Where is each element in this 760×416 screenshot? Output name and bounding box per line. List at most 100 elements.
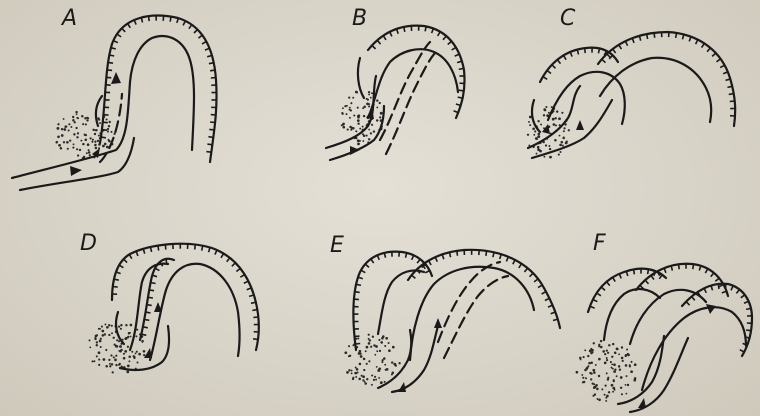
stipple-dot — [109, 140, 111, 142]
front-hatch-tick — [202, 42, 206, 44]
front-hatch-tick — [146, 312, 151, 313]
front-hatch-tick — [613, 49, 616, 53]
stipple-dot — [352, 377, 354, 379]
panel-a-arrow-1 — [111, 72, 121, 84]
front-hatch-tick — [189, 25, 192, 29]
stipple-dot — [111, 332, 113, 334]
front-hatch-tick — [715, 278, 719, 281]
front-hatch-tick — [689, 37, 691, 42]
stipple-dot — [366, 346, 369, 349]
stipple-dot — [592, 369, 595, 372]
stipple-dot — [72, 147, 74, 149]
front-hatch-tick — [727, 86, 732, 87]
stipple-dot — [57, 123, 59, 125]
panel-c-arrow-2 — [576, 120, 584, 130]
stipple-dot — [63, 118, 65, 120]
stipple-dot — [536, 153, 538, 155]
stipple-dot — [349, 126, 352, 129]
stipple-dot — [604, 362, 607, 365]
front-hatch-tick — [648, 269, 649, 274]
stipple-dot — [65, 125, 67, 127]
front-hatch-tick — [722, 291, 727, 293]
stipple-dot — [85, 123, 87, 125]
stipple-dot — [112, 371, 114, 373]
front-hatch-tick — [425, 271, 430, 273]
stipple-dot — [368, 342, 371, 345]
stipple-dot — [113, 356, 115, 358]
stipple-dot — [388, 349, 391, 352]
stipple-dot — [77, 154, 79, 156]
stipple-dot — [348, 369, 350, 371]
front-hatch-tick — [435, 257, 437, 262]
stipple-dot — [130, 324, 133, 327]
front-hatch-tick — [209, 129, 214, 130]
stipple-dot — [380, 341, 383, 344]
stipple-dot — [106, 326, 109, 329]
stipple-dot — [108, 324, 110, 326]
stipple-dot — [537, 133, 540, 136]
stipple-dot — [362, 126, 364, 128]
stipple-dot — [381, 359, 383, 361]
stipple-dot — [96, 344, 98, 346]
stipple-dot — [124, 350, 127, 353]
front-hatch-tick — [158, 246, 159, 251]
stipple-dot — [111, 325, 113, 327]
stipple-dot — [95, 335, 98, 338]
stipple-dot — [348, 109, 350, 111]
panel-e-lower-2 — [392, 326, 438, 392]
stipple-dot — [130, 336, 132, 338]
front-hatch-tick — [686, 302, 690, 306]
front-hatch-tick — [207, 144, 212, 145]
stipple-dot — [101, 326, 103, 328]
stipple-dot — [611, 356, 613, 358]
stipple-dot — [558, 117, 561, 120]
front-hatch-tick — [457, 251, 458, 256]
front-hatch-tick — [455, 54, 460, 56]
stipple-dot — [368, 138, 370, 140]
panel-b-dashed-flow-1 — [380, 42, 430, 140]
stipple-dot — [589, 372, 591, 374]
stipple-dot — [359, 128, 361, 130]
stipple-dot — [357, 119, 360, 122]
front-hatch-tick — [149, 16, 150, 21]
stipple-dot — [620, 376, 623, 379]
front-hatch-tick — [113, 41, 118, 43]
panel-b-left-arc — [358, 58, 364, 98]
stipple-dot — [100, 338, 102, 340]
panel-f-inner-3 — [642, 307, 746, 390]
stipple-dot — [357, 139, 360, 142]
front-hatch-tick — [744, 301, 749, 303]
front-hatch-tick — [619, 274, 621, 279]
front-hatch-tick — [107, 70, 112, 71]
front-hatch-tick — [438, 32, 441, 36]
front-hatch-tick — [383, 36, 386, 40]
front-hatch-tick — [542, 292, 546, 294]
front-hatch-tick — [412, 255, 414, 259]
stipple-dot — [75, 111, 77, 113]
stipple-dot — [368, 338, 370, 340]
front-hatch-tick — [253, 339, 258, 340]
stipple-dot — [392, 372, 395, 375]
stipple-dot — [366, 103, 369, 106]
stipple-dot — [96, 355, 98, 357]
stipple-dot — [363, 369, 365, 371]
stipple-dot — [592, 351, 594, 353]
stipple-dot — [534, 130, 536, 132]
stipple-dot — [621, 393, 623, 395]
stipple-dot — [545, 144, 547, 146]
front-hatch-tick — [613, 277, 616, 281]
stipple-dot — [625, 364, 628, 367]
stipple-dot — [545, 106, 547, 108]
stipple-dot — [66, 141, 69, 144]
front-hatch-tick — [122, 28, 125, 32]
stipple-dot — [110, 131, 112, 133]
stipple-dot — [355, 376, 357, 378]
front-hatch-tick — [377, 40, 380, 44]
front-hatch-tick — [712, 53, 716, 56]
stipple-dot — [370, 97, 372, 99]
front-hatch-tick — [236, 268, 240, 271]
stipple-dot — [356, 368, 358, 370]
stipple-dot — [60, 147, 63, 150]
front-hatch-tick — [545, 298, 550, 300]
front-hatch-tick — [707, 48, 710, 52]
